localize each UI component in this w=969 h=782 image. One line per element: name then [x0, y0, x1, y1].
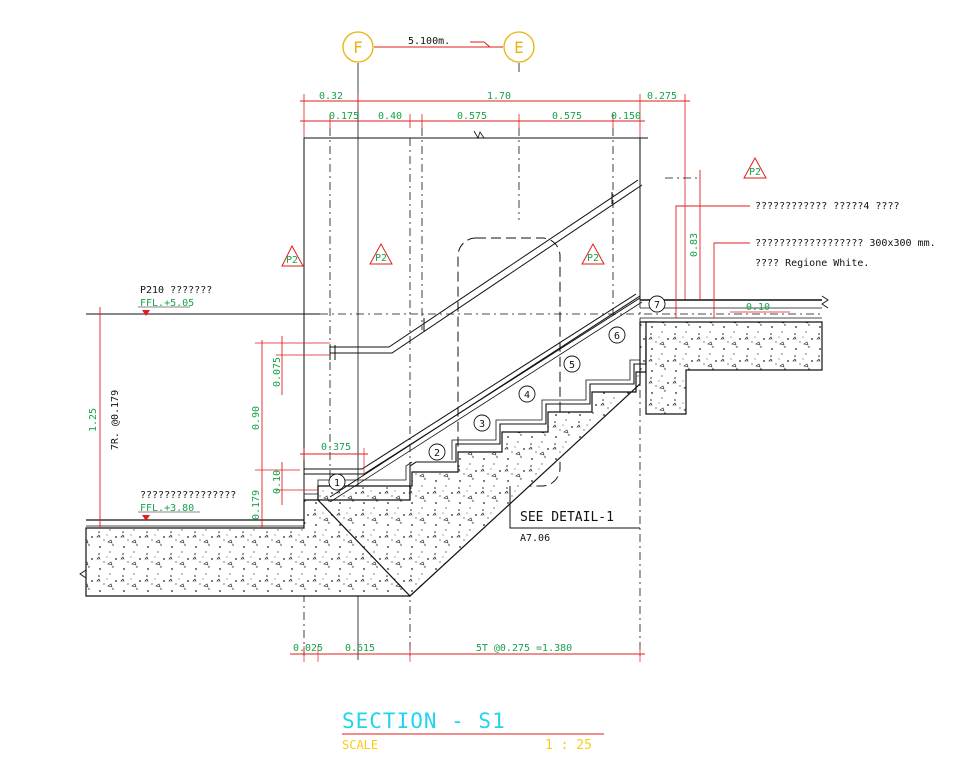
dim-handrail-projection: 0.375	[321, 442, 351, 453]
grid-bubble-f: F	[342, 31, 374, 63]
grid-bubble-e: E	[503, 31, 535, 63]
upper-landing-slab	[645, 321, 823, 415]
grid-bubble-e-label: E	[514, 38, 524, 57]
dim-bottom-2: 0.615	[345, 643, 375, 654]
upper-level-name: P210 ???????	[140, 285, 212, 296]
break-line-left	[79, 569, 87, 579]
vertical-dimension-handrail: 0.90 0.179	[251, 340, 330, 528]
stair-nosing-line-2	[329, 301, 643, 503]
dim-top2-4: 0.575	[552, 111, 582, 122]
step-bubble-2: 2	[428, 443, 446, 461]
dim-rail-gap: 0.075	[272, 357, 283, 387]
step-bubble-4: 4	[518, 385, 536, 403]
break-line-right	[821, 295, 829, 309]
handrail-projection-dimension: 0.375	[300, 442, 368, 474]
step-bubble-1: 1	[328, 473, 346, 491]
dim-bottom-3: 5T @0.275 =1.380	[476, 643, 572, 654]
step-number: 6	[614, 331, 620, 342]
notes-leaders	[675, 205, 750, 318]
upper-level-marker: P210 ??????? FFL.+5.05	[86, 285, 320, 316]
grid-bubble-f-label: F	[353, 38, 363, 57]
dim-top2-5: 0.150	[611, 111, 641, 122]
step-bubble-5: 5	[563, 355, 581, 373]
step-number: 4	[524, 390, 530, 401]
dim-landing-rail: 0.83	[689, 233, 700, 257]
vertical-dimension-total: 1.25 7R. @0.179	[88, 307, 121, 528]
step-number: 7	[654, 300, 660, 311]
lower-level-name: ????????????????	[140, 490, 236, 501]
dim-top-3: 0.275	[647, 91, 677, 102]
scale-value: 1 : 25	[545, 738, 592, 753]
top-dimension-row-1: 0.32 1.70 0.275	[300, 91, 690, 300]
dim-top2-3: 0.575	[457, 111, 487, 122]
dim-top-1: 0.32	[319, 91, 343, 102]
note-3: ???? Regione White.	[755, 258, 869, 269]
dim-total-height: 1.25	[88, 408, 99, 432]
vertical-dimension-landing-rail: 0.83	[689, 170, 701, 300]
stair-finish-profile	[304, 336, 647, 501]
step-number: 5	[569, 360, 575, 371]
dim-top2-2: 0.40	[378, 111, 402, 122]
note-1: ???????????? ?????4 ????	[755, 201, 900, 212]
finish-tag-3: P2	[581, 242, 605, 265]
finish-tag-4-label: P2	[749, 167, 761, 178]
step-number: 3	[479, 419, 485, 430]
finish-tag-2-label: P2	[375, 253, 387, 264]
scale-label: SCALE	[342, 738, 378, 752]
step-bubble-6: 6	[608, 326, 626, 344]
upper-level-ffl: FFL.+5.05	[140, 298, 194, 309]
bottom-dimension-row: 0.025 0.615 5T @0.275 =1.380	[290, 643, 645, 662]
dim-riser-note: 7R. @0.179	[110, 390, 121, 450]
step-number: 1	[334, 478, 340, 489]
title-text: SECTION - S1	[342, 709, 506, 733]
grid-span-dimension: 5.100m.	[374, 36, 503, 48]
step-number: 2	[434, 448, 440, 459]
level-triangle-lower	[142, 515, 150, 521]
dim-handrail-height: 0.90	[251, 406, 262, 430]
finish-tag-1-label: P2	[286, 255, 298, 266]
handrail	[304, 179, 643, 475]
lower-level-marker: ???????????????? FFL.+3.80	[138, 490, 236, 521]
dim-first-riser: 0.179	[251, 490, 262, 520]
vertical-dimension-rail-gap: 0.075	[272, 336, 330, 395]
level-triangle-upper	[142, 310, 150, 316]
top-dimension-row-2: 0.175 0.40 0.575 0.575 0.150	[300, 111, 645, 128]
step-bubble-3: 3	[473, 414, 491, 432]
finish-tag-1: P2	[281, 244, 304, 267]
detail-sheet: A7.06	[520, 533, 550, 544]
finish-tag-2: P2	[369, 242, 393, 265]
step-bubbles: 1 2 3 4 5 6 7	[328, 295, 666, 491]
stair-tile-line	[304, 359, 640, 495]
dim-bottom-1: 0.025	[293, 643, 323, 654]
lower-level-ffl: FFL.+3.80	[140, 503, 194, 514]
finish-tag-3-label: P2	[587, 253, 599, 264]
vertical-dimension-bottom-offset: 0.10	[272, 462, 318, 505]
detail-label: SEE DETAIL-1	[520, 510, 614, 525]
dim-landing-offset: 0.10	[746, 302, 770, 313]
grid-span-label: 5.100m.	[408, 36, 450, 47]
note-2: ?????????????????? 300x300 mm.	[755, 238, 936, 249]
dim-top-2: 1.70	[487, 91, 511, 102]
landing-offset-dimension: 0.10	[730, 302, 790, 313]
dim-top2-1: 0.175	[329, 111, 359, 122]
dim-bottom-offset: 0.10	[272, 470, 283, 494]
finish-tag-4: P2	[743, 156, 767, 179]
detail-reference: SEE DETAIL-1 A7.06	[509, 486, 640, 544]
step-bubble-7: 7	[648, 295, 666, 313]
drawing-title: SECTION - S1 SCALE 1 : 25	[342, 709, 604, 753]
